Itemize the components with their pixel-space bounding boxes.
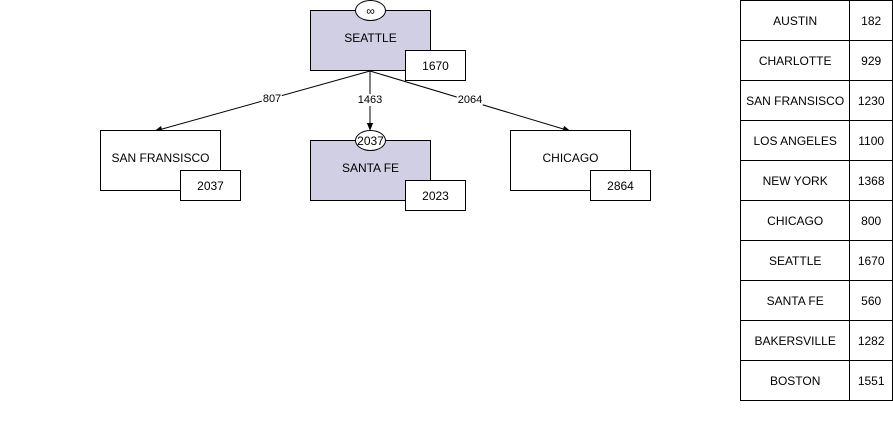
table-value-cell: 182 [849,0,893,41]
table-value-cell: 1282 [849,320,893,361]
table-city-cell: SEATTLE [739,240,851,281]
table-city-cell: AUSTIN [739,0,851,41]
table-city-cell: SANTA FE [739,280,851,321]
table-city-cell: SAN FRANSISCO [739,80,851,121]
node-santa-fe-badge: 2037 [355,130,386,151]
table-value-cell: 560 [849,280,893,321]
node-seattle-badge: ∞ [355,0,386,21]
table-value-cell: 1230 [849,80,893,121]
node-chicago-label: CHICAGO [542,150,599,165]
table-city-cell: NEW YORK [739,160,851,201]
table-value-cell: 800 [849,200,893,241]
node-seattle-label: SEATTLE [344,30,397,45]
node-san-fransisco-value: 2037 [180,170,241,201]
node-santa-fe-value: 2023 [405,180,466,211]
node-santa-fe-label: SANTA FE [341,160,400,175]
table-city-cell: BOSTON [739,360,851,401]
table-city-cell: LOS ANGELES [739,120,851,161]
edge-label-807: 807 [261,93,283,105]
node-san-fransisco-label: SAN FRANSISCO [111,150,210,165]
table-city-cell: BAKERSVILLE [739,320,851,361]
table-value-cell: 1551 [849,360,893,401]
table-city-cell: CHARLOTTE [739,40,851,81]
table-value-cell: 1368 [849,160,893,201]
node-seattle-value: 1670 [405,50,466,81]
table-city-cell: CHICAGO [739,200,851,241]
table-value-cell: 1100 [849,120,893,161]
table-value-cell: 1670 [849,240,893,281]
edge-label-2064: 2064 [456,94,484,106]
node-chicago-value: 2864 [590,170,651,201]
table-value-cell: 929 [849,40,893,81]
edge-label-1463: 1463 [356,94,384,106]
